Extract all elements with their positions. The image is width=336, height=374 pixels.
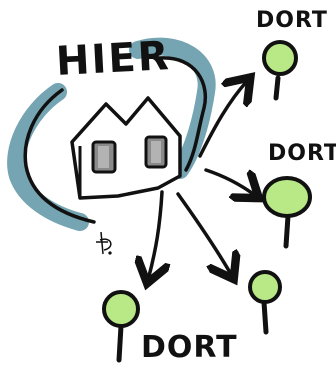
- map-pin-icon: [264, 178, 310, 246]
- there-label-top: DORT: [256, 8, 328, 33]
- map-pin-icon: [104, 292, 138, 360]
- there-label-bottom: DORT: [141, 330, 238, 365]
- map-pin-icon: [250, 272, 280, 332]
- map-pin-icon: [264, 42, 296, 98]
- arrow-icon: [178, 194, 232, 276]
- here-label: HIER: [55, 33, 172, 85]
- arrow-icon: [148, 192, 162, 280]
- there-label-right: DORT: [268, 141, 336, 166]
- arrow-icon: [206, 170, 256, 196]
- signature-mark: [96, 232, 111, 254]
- house-icon: [72, 98, 180, 198]
